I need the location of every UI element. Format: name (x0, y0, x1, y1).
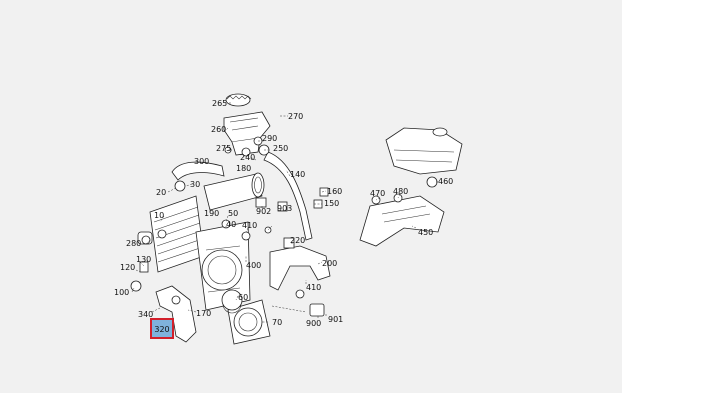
highlight-fill (152, 320, 172, 337)
part-label[interactable]: 450 (418, 228, 433, 237)
pipe-340-part (155, 285, 197, 343)
part-label[interactable]: 280 (126, 239, 141, 248)
part-label[interactable]: 100 (114, 288, 129, 297)
part-label[interactable]: 470 (370, 189, 385, 198)
highlight-box[interactable] (150, 318, 174, 339)
bracket-200-part (269, 245, 331, 291)
coolant-reservoir-part (359, 127, 463, 247)
part-label[interactable]: 20 (156, 188, 166, 197)
hose-300-part (171, 161, 225, 181)
part-label[interactable]: 30 (190, 180, 200, 189)
leader-lines (131, 102, 438, 323)
part-label[interactable]: 120 (120, 263, 135, 272)
part-label[interactable]: 900 (306, 319, 321, 328)
part-label[interactable]: 150 (324, 199, 339, 208)
part-label[interactable]: 275 (216, 144, 231, 153)
part-labels: 265 270 260 290 275 250 240 300 180 140 … (114, 99, 453, 328)
part-label[interactable]: 260 (211, 125, 226, 134)
part-label[interactable]: 400 (246, 261, 261, 270)
part-label[interactable]: 270 (288, 112, 303, 121)
part-label[interactable]: 410 (242, 221, 257, 230)
part-label[interactable]: 340 (138, 310, 153, 319)
part-label[interactable]: 40 (226, 220, 236, 229)
diagram-panel (0, 0, 622, 393)
part-label[interactable]: 240 (240, 153, 255, 162)
part-label[interactable]: 250 (273, 144, 288, 153)
part-label[interactable]: 410 (306, 283, 321, 292)
part-label-highlighted[interactable]: 320 (154, 325, 169, 334)
part-label[interactable]: 290 (262, 134, 277, 143)
part-label[interactable]: 160 (327, 187, 342, 196)
hose-140-part (263, 151, 313, 241)
part-label[interactable]: 190 (204, 209, 219, 218)
part-label[interactable]: 902 (256, 207, 271, 216)
part-label[interactable]: 70 (272, 318, 282, 327)
part-label[interactable]: 903 (277, 204, 292, 213)
part-label[interactable]: 140 (290, 170, 305, 179)
part-label[interactable]: 300 (194, 157, 209, 166)
part-label[interactable]: 460 (438, 177, 453, 186)
throttle-valve-part (222, 294, 271, 345)
part-label[interactable]: 180 (236, 164, 251, 173)
part-label[interactable]: 50 (228, 209, 238, 218)
part-label[interactable]: 220 (290, 236, 305, 245)
part-label[interactable]: 480 (393, 187, 408, 196)
part-label[interactable]: 170 (196, 309, 211, 318)
throttle-housing-part (195, 221, 251, 311)
part-label[interactable]: 60 (238, 293, 248, 302)
part-label[interactable]: 200 (322, 259, 337, 268)
part-label[interactable]: 130 (136, 255, 151, 264)
part-label[interactable]: 265 (212, 99, 227, 108)
air-duct-part (203, 172, 265, 211)
part-label[interactable]: 901 (328, 315, 343, 324)
part-label[interactable]: 10 (154, 211, 164, 220)
